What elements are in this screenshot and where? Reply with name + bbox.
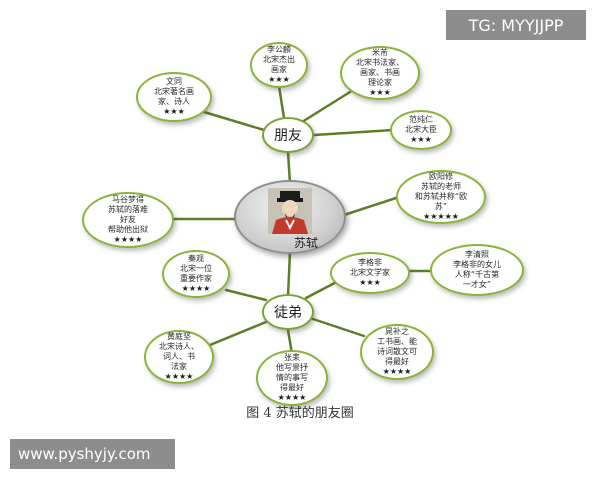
node-name: 米芾 bbox=[372, 48, 388, 57]
node-desc: 北宋大臣 bbox=[405, 125, 437, 134]
node-fan-chunren: 范纯仁 北宋大臣 ★★★ bbox=[390, 110, 452, 150]
node-mi-fu: 米芾 北宋书法家、 画家、书画 理论家 ★★★ bbox=[340, 46, 420, 100]
node-desc: 苏轼的老师 bbox=[421, 182, 461, 191]
watermark-top-text: TG: MYYJJPP bbox=[468, 15, 564, 35]
hub-disciples-label: 徒弟 bbox=[274, 305, 302, 321]
node-huang-tingjian: 黄庭坚 北宋诗人、 词人、书 法家 ★★★★ bbox=[144, 330, 214, 384]
node-desc: 家、诗人 bbox=[158, 97, 190, 106]
watermark-bottom-text: www.pyshyjy.com bbox=[18, 445, 151, 463]
edge-center-disciples bbox=[286, 250, 292, 298]
edge-center-friends bbox=[286, 150, 292, 186]
rating-stars: ★★★★ bbox=[181, 284, 211, 293]
node-name: 晁补之 bbox=[385, 327, 409, 336]
node-li-gefei: 李格非 北宋文学家 ★★★ bbox=[330, 252, 410, 294]
node-desc: 工书画、能 bbox=[377, 337, 417, 346]
scholar-portrait-icon bbox=[268, 188, 312, 234]
edge-disciples-chao-buzhi bbox=[308, 316, 366, 338]
node-desc: 画家、书画 bbox=[360, 68, 400, 77]
node-desc: 苏轼的落难 bbox=[108, 205, 148, 214]
node-name: 张耒 bbox=[284, 353, 300, 362]
node-desc: 北宋文学家 bbox=[350, 268, 390, 277]
node-li-qingzhao: 李清照 李格非的女儿 人称“千古第 一才女” bbox=[430, 244, 524, 296]
edge-disciples-qin-guan bbox=[224, 288, 268, 302]
node-desc: 苏” bbox=[434, 202, 448, 211]
node-desc: 人称“千古第 bbox=[454, 270, 500, 279]
node-ma-mengde: 马谷梦得 苏轼的落难 好友 帮助他出狱 ★★★★ bbox=[82, 192, 174, 248]
rating-stars: ★★★★ bbox=[382, 367, 412, 376]
node-desc: 北宋著名画 bbox=[154, 87, 194, 96]
rating-stars: ★★★ bbox=[369, 88, 391, 97]
hub-friends-label: 朋友 bbox=[274, 128, 302, 144]
node-name: 马谷梦得 bbox=[112, 195, 144, 204]
node-name: 范纯仁 bbox=[409, 115, 433, 124]
node-desc: 北宋一位 bbox=[180, 264, 212, 273]
node-desc: 得最好 bbox=[280, 383, 304, 392]
node-name: 文同 bbox=[166, 77, 182, 86]
node-desc: 北宋诗人、 bbox=[159, 342, 199, 351]
rating-stars: ★★★ bbox=[268, 75, 290, 84]
node-name: 李格非 bbox=[358, 258, 382, 267]
node-desc: 词人、书 bbox=[163, 352, 195, 361]
node-desc: 一才女” bbox=[462, 280, 492, 289]
rating-stars: ★★★ bbox=[163, 107, 185, 116]
node-desc: 好友 bbox=[120, 215, 136, 224]
node-name: 李清照 bbox=[465, 250, 489, 259]
rating-stars: ★★★★ bbox=[113, 235, 143, 244]
center-label: 苏轼 bbox=[294, 236, 319, 250]
node-name: 黄庭坚 bbox=[167, 332, 191, 341]
node-name: 欧阳修 bbox=[429, 172, 453, 181]
rating-stars: ★★★★ bbox=[277, 393, 307, 402]
edge-friends-fan-chunren bbox=[312, 128, 395, 137]
node-desc: 和苏轼并称“欧 bbox=[414, 192, 468, 201]
node-desc: 得最好 bbox=[385, 357, 409, 366]
hub-disciples: 徒弟 bbox=[262, 294, 314, 330]
node-chao-buzhi: 晁补之 工书画、能 诗词散文可 得最好 ★★★★ bbox=[360, 324, 434, 380]
edge-friends-mi-fu bbox=[300, 90, 352, 124]
node-desc: 李格非的女儿 bbox=[453, 260, 501, 269]
center-node: 苏轼 bbox=[234, 180, 346, 254]
node-desc: 北宋杰出 bbox=[263, 55, 295, 64]
figure-caption: 图 4 苏轼的朋友圈 bbox=[246, 406, 354, 421]
node-desc: 理论家 bbox=[368, 78, 392, 87]
rating-stars: ★★★★ bbox=[164, 372, 194, 381]
node-li-gonglin: 李公麟 北宋杰出 画家 ★★★ bbox=[250, 42, 308, 88]
rating-stars: ★★★ bbox=[359, 278, 381, 287]
node-ouyang-xiu: 欧阳修 苏轼的老师 和苏轼并称“欧 苏” ★★★★★ bbox=[396, 170, 486, 224]
node-desc: 他写景抒 bbox=[276, 363, 308, 372]
node-qin-guan: 秦观 北宋一位 重要作家 ★★★★ bbox=[162, 250, 230, 298]
node-desc: 法家 bbox=[171, 362, 187, 371]
node-zhang-lei: 张耒 他写景抒 情的事写 得最好 ★★★★ bbox=[256, 350, 328, 406]
rating-stars: ★★★ bbox=[410, 135, 432, 144]
node-desc: 帮助他出狱 bbox=[108, 225, 148, 234]
node-desc: 北宋书法家、 bbox=[356, 58, 404, 67]
node-desc: 诗词散文可 bbox=[377, 347, 417, 356]
edge-disciples-huang-tingjian bbox=[208, 320, 268, 347]
hub-friends: 朋友 bbox=[262, 117, 314, 153]
watermark-bottom: www.pyshyjy.com bbox=[10, 439, 175, 469]
edge-center-ouyang-xiu bbox=[342, 194, 404, 217]
node-desc: 重要作家 bbox=[180, 274, 212, 283]
rating-stars: ★★★★★ bbox=[423, 212, 459, 221]
node-wen-tong: 文同 北宋著名画 家、诗人 ★★★ bbox=[136, 72, 212, 122]
node-desc: 情的事写 bbox=[276, 373, 308, 382]
node-desc: 画家 bbox=[271, 65, 287, 74]
edge-friends-wen-tong bbox=[202, 110, 266, 132]
node-name: 秦观 bbox=[188, 254, 204, 263]
watermark-top: TG: MYYJJPP bbox=[446, 10, 586, 40]
node-name: 李公麟 bbox=[267, 45, 291, 54]
edge-friends-li-gonglin bbox=[277, 84, 286, 120]
